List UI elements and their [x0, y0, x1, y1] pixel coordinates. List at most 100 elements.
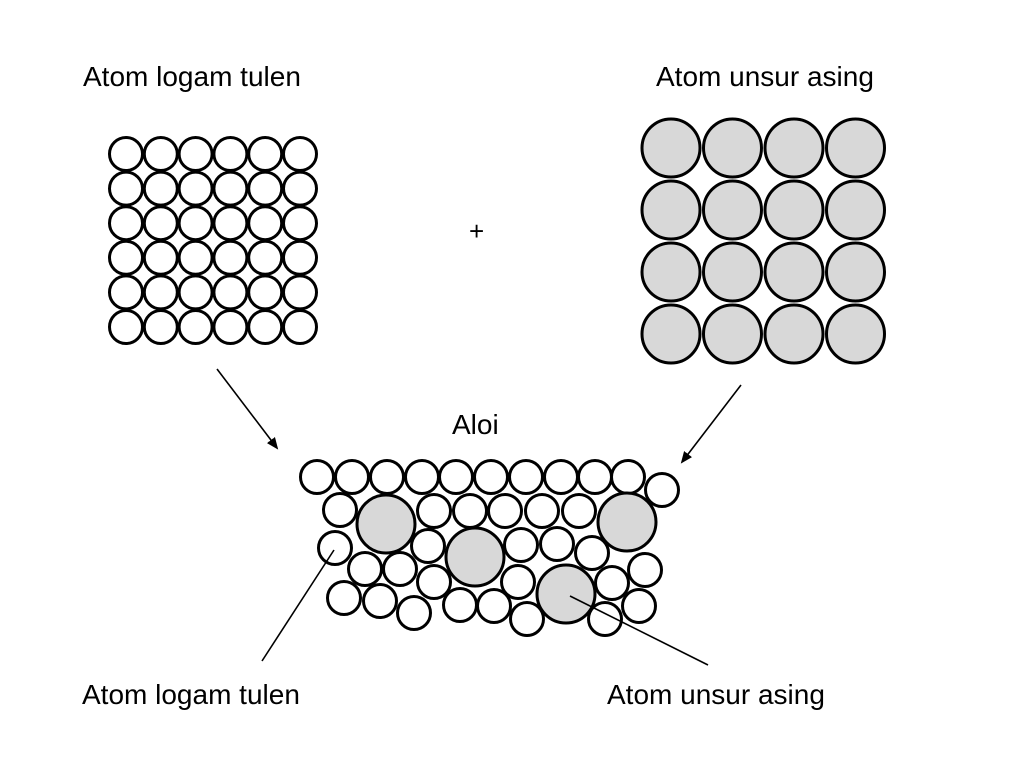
alloy-pure-atom	[524, 493, 560, 529]
foreign-atom	[763, 117, 825, 179]
foreign-atom	[825, 179, 886, 241]
pure-metal-atom	[142, 205, 179, 242]
alloy-pure-atom	[627, 552, 663, 588]
pure-metal-atom	[212, 205, 249, 242]
pure-metal-atom	[247, 274, 284, 311]
pure-metal-atom-grid	[108, 136, 318, 345]
alloy-pure-atom	[347, 551, 383, 587]
pure-metal-atom	[247, 205, 284, 242]
foreign-atom	[640, 179, 702, 241]
alloy-foreign-atom	[596, 491, 658, 553]
pure-metal-atom	[212, 136, 249, 172]
pure-metal-title: Atom logam tulen	[83, 61, 301, 92]
pure-metal-atom	[282, 170, 318, 207]
alloy-pure-atom	[543, 459, 579, 495]
pure-metal-atom	[212, 170, 249, 207]
foreign-atom-grid	[640, 117, 886, 365]
alloy-pure-atom	[574, 535, 610, 571]
pure-metal-atom	[142, 274, 179, 311]
alloy-pure-atom	[487, 493, 523, 529]
foreign-atom	[640, 241, 702, 303]
pure-metal-atom	[247, 239, 284, 276]
alloy-pure-atom	[442, 587, 478, 623]
pure-metal-atom	[142, 239, 179, 276]
pointer-line-foreign-element	[569, 595, 709, 666]
pure-metal-atom	[108, 309, 144, 345]
pure-metal-atom	[212, 309, 249, 345]
pure-metal-atom	[282, 136, 318, 172]
alloy-pure-atom	[322, 492, 358, 528]
alloy-foreign-atom	[535, 563, 597, 625]
alloy-pure-atom	[561, 493, 597, 529]
alloy-foreign-atom	[355, 493, 417, 555]
alloy-pure-atom	[594, 565, 630, 601]
alloy-pure-atom	[508, 459, 544, 495]
alloy-pure-atom	[500, 564, 536, 600]
pure-metal-atom	[108, 136, 144, 172]
alloy-pure-atom	[404, 459, 440, 495]
alloy-pure-atom	[382, 551, 418, 587]
foreign-atom	[702, 241, 763, 303]
pointer-line-pure-metal	[261, 549, 335, 662]
pure-metal-atom	[282, 274, 318, 311]
alloy-pure-atom	[396, 595, 432, 631]
alloy-pure-atom	[299, 459, 335, 495]
alloy-pure-atom	[369, 459, 405, 495]
pure-metal-atom	[177, 170, 214, 207]
pure-metal-atom	[108, 205, 144, 242]
foreign-element-pointer-label: Atom unsur asing	[607, 679, 825, 710]
pure-metal-atom	[212, 239, 249, 276]
alloy-pure-atom	[452, 493, 488, 529]
alloy-pure-atom	[577, 459, 613, 495]
foreign-atom	[825, 241, 886, 303]
foreign-atom	[640, 303, 702, 365]
foreign-atom	[702, 117, 763, 179]
alloy-pure-atom	[416, 564, 452, 600]
alloy-pure-atom	[410, 528, 446, 564]
foreign-atom	[702, 303, 763, 365]
alloy-pure-atom	[539, 526, 575, 562]
plus-sign: +	[469, 216, 484, 246]
pure-metal-pointer-label: Atom logam tulen	[82, 679, 300, 710]
alloy-pure-atom	[621, 588, 657, 624]
alloy-structure	[299, 459, 680, 637]
alloy-pure-atom	[509, 601, 545, 637]
arrow-from-pure-metal	[216, 368, 279, 450]
pure-metal-atom	[282, 239, 318, 276]
arrow-from-foreign-element	[680, 384, 742, 464]
pure-metal-atom	[282, 309, 318, 345]
pure-metal-atom	[108, 274, 144, 311]
alloy-pure-atom	[610, 459, 646, 495]
pure-metal-atom	[142, 136, 179, 172]
foreign-atom	[702, 179, 763, 241]
alloy-pure-atom	[334, 459, 370, 495]
pure-metal-atom	[247, 170, 284, 207]
alloy-pure-atom	[362, 583, 398, 619]
foreign-atom	[825, 303, 886, 365]
pure-metal-atom	[177, 309, 214, 345]
alloy-pure-atom	[644, 472, 680, 508]
alloy-pure-atom	[503, 527, 539, 563]
pure-metal-atom	[282, 205, 318, 242]
alloy-foreign-atom	[444, 526, 506, 588]
foreign-element-title: Atom unsur asing	[656, 61, 874, 92]
pure-metal-atom	[177, 205, 214, 242]
alloy-pure-atom	[587, 601, 623, 637]
pure-metal-atom	[177, 239, 214, 276]
foreign-atom	[763, 303, 825, 365]
foreign-atom	[763, 179, 825, 241]
alloy-title: Aloi	[452, 409, 499, 440]
alloy-pure-atom	[473, 459, 509, 495]
pure-metal-atom	[177, 136, 214, 172]
foreign-atom	[763, 241, 825, 303]
pure-metal-atom	[108, 239, 144, 276]
alloy-pure-atom	[416, 493, 452, 529]
alloy-pure-atom	[438, 459, 474, 495]
pure-metal-atom	[212, 274, 249, 311]
pure-metal-atom	[177, 274, 214, 311]
alloy-pure-atom	[326, 580, 362, 616]
pure-metal-atom	[142, 309, 179, 345]
pure-metal-atom	[142, 170, 179, 207]
pure-metal-atom	[247, 136, 284, 172]
